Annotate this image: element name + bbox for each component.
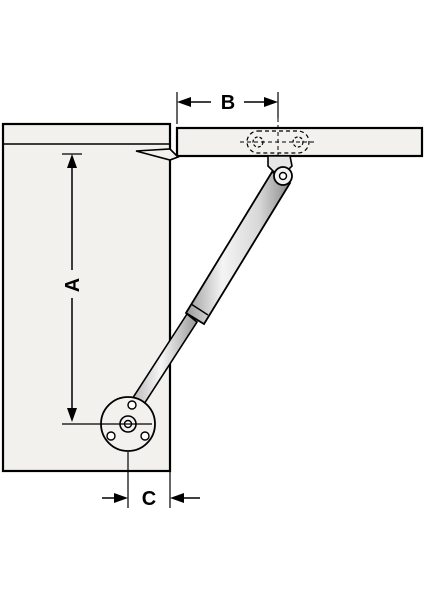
dimension-a-label: A — [62, 278, 84, 292]
dimension-b: B — [176, 92, 279, 124]
base-screw-hole-left — [106, 431, 116, 441]
hinge-wedge — [135, 148, 180, 161]
lid-mounting-plate — [240, 118, 316, 162]
dimension-b-label: B — [221, 92, 235, 114]
strut-cylinder-collar — [190, 303, 209, 316]
dimension-a: A — [62, 153, 152, 425]
strut-cylinder — [184, 170, 292, 326]
dimension-c: C — [102, 452, 200, 510]
upper-pivot-pin — [278, 171, 288, 181]
dimension-c-label: C — [142, 488, 156, 510]
base-screw-hole-right — [140, 431, 150, 441]
base-screw-hole-top — [127, 400, 137, 410]
